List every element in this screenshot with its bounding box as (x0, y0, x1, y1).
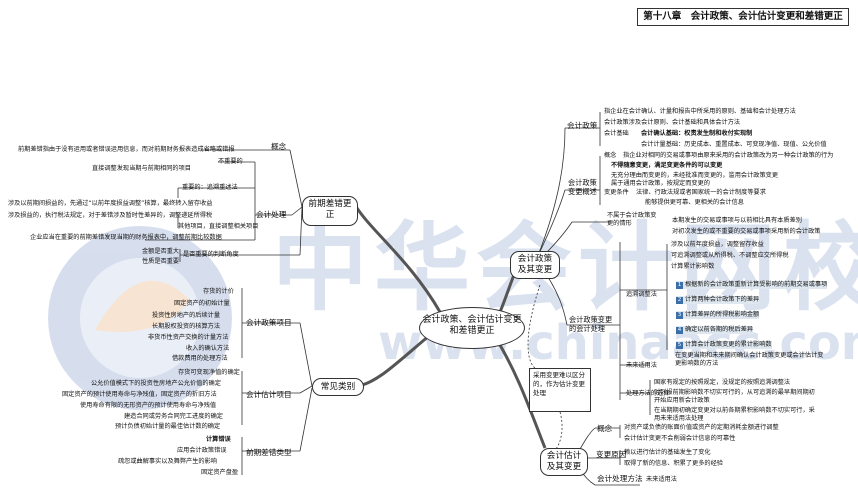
retro-intro-1: 涉及以前年度损益，调整留存收益 (671, 241, 764, 248)
choose-1: 国家有规定的按照规定，没规定的按照追溯调整法 (654, 379, 791, 386)
estimate-method-label: 会计处理方法 (597, 474, 643, 483)
cat-estimate-item-4: 使用寿命有限的无形资产的预计使用寿命与净残值 (80, 402, 217, 409)
estimate-concept-1: 对资产或负债的账面价值或资产的定期消耗金额进行调整 (624, 424, 779, 431)
node-estimate: 会计估计及其变更 (540, 448, 588, 476)
retro-label: 追溯调整法 (626, 291, 657, 298)
ap-text-1: 指企业在会计确认、计量和报告中所采用的原则、基础和会计处理方法 (604, 108, 796, 115)
judgement-label: 是否重要的判断角度 (183, 251, 239, 258)
estimate-method-value: 未来适用法 (646, 476, 677, 483)
future-label: 未来适用法 (626, 362, 657, 369)
material-text-1: 涉及以前期间损益的，先通过“以前年度损益调整”核算，最终转入留存收益 (8, 200, 213, 207)
not-material-text: 直接调整发现当期与前期相同的项目 (92, 165, 191, 172)
accounting-policy-label: 会计政策 (567, 121, 598, 130)
cat-estimate-item-2: 公允价值模式下的投资性房地产公允价值的确定 (91, 380, 221, 387)
not-belong-label: 不属于会计政策变更的情形 (607, 212, 657, 227)
retro-intro-3: 计算累计影响数 (671, 263, 715, 270)
estimate-concept-2: 会计估计变更不会削弱会计信息的可靠性 (624, 435, 736, 442)
note-box: 采用变更难以区分的，作为估计变更处理 (529, 368, 591, 412)
central-topic: 会计政策、会计估计变更和差错更正 (419, 307, 525, 349)
material-text-3: 其他项目，直接调整相关项目 (178, 223, 259, 230)
basis-text-1: 会计确认基础：权责发生制和收付实现制 (641, 130, 753, 137)
watermark-logo-circle (48, 226, 232, 410)
change-cond-label: 变更条件 (604, 189, 629, 196)
cat-error-item-3: 疏忽或曲解事实以及舞弊产生的影响 (118, 458, 217, 465)
not-material-label: 不重要的 (218, 158, 243, 165)
disclosure-text: 企业应当在重要的前期差错发现当期的财务报表中，调整前期比较数据 (30, 234, 222, 241)
cat-policy-item-6: 收入的确认方法 (186, 345, 230, 352)
prior-accounting-label: 会计处理 (256, 210, 287, 219)
estimate-reason-2: 取得了新的信息、积累了更多的经验 (624, 460, 723, 467)
estimate-concept-label: 概念 (597, 424, 613, 433)
cat-estimate-label: 会计估计项目 (246, 390, 292, 399)
judgement-small-2: 性质是否重要 (142, 258, 180, 265)
cat-estimate-item-5: 建造合同或劳务合同完工进度的确定 (124, 413, 223, 420)
estimate-reason-label: 变更原因 (596, 450, 627, 459)
change-concept-text: 指企业对相同的交易或事项由原来采用的会计政策改为另一种会计政策的行为 (623, 152, 834, 159)
basis-text-2: 会计计量基础：历史成本、重置成本、可变现净值、现值、公允价值 (641, 141, 827, 148)
retro-intro-2: 可追溯调整或从所得税、不调整应交所得税 (671, 252, 789, 259)
node-prior-error: 前期差错更正 (302, 196, 358, 226)
cat-error-item-1: 计算错误 (206, 436, 231, 443)
cat-policy-label: 会计政策项目 (246, 318, 292, 327)
prior-concept-label: 概念 (271, 142, 287, 151)
choose-label: 处理方法的选择 (626, 390, 670, 397)
estimate-reason-1: 赖以进行估计的基础发生了变化 (624, 449, 711, 456)
change-overview-label: 会计政策变更概述 (568, 178, 597, 196)
change-concept-label: 概念 (604, 152, 617, 159)
cat-policy-item-1: 存货的计价 (203, 288, 234, 295)
judgement-small-1: 金额是否重大 (142, 248, 180, 255)
not-belong-1: 本期发生的交易或事项与以前相比具有本质差别 (672, 217, 802, 224)
not-change-2: 无充分理由而变更的，未经批准而变更的，滥用会计政策变更 (611, 172, 779, 179)
cat-estimate-item-6: 预计负债初始计量的最佳估计数的确定 (115, 423, 221, 430)
node-policy: 会计政策及其变更 (510, 251, 560, 279)
chapter-header: 第十八章 会计政策、会计估计变更和差错更正 (637, 8, 849, 26)
cat-policy-item-3: 投资性房地产的后续计量 (152, 312, 221, 319)
cat-estimate-item-1: 存货可变现净值的确定 (178, 369, 240, 376)
change-cond-1: 属于通用会计政策，按规定而变更的 (611, 180, 710, 187)
choose-3: 在当期期初确定变更对以前各期累积影响数不切实可行，采用未来适用法处理 (654, 407, 815, 422)
policy-accounting-label: 会计政策变更的会计处理 (569, 315, 613, 333)
cat-policy-item-2: 固定资产的初始计量 (174, 300, 230, 307)
node-classification: 常见类别 (312, 378, 364, 396)
change-cond-2: 法律、行政法规或者国家统一的会计制度等要求 (636, 189, 766, 196)
future-text: 在变更当期和未来期间确认会计政策变更或会计估计变更影响数的方法 (675, 352, 824, 367)
cat-error-item-2: 应用会计政策错误 (177, 447, 227, 454)
cat-error-label: 前期差错类型 (246, 448, 292, 457)
cat-error-item-4: 固定资产盘盈 (201, 469, 239, 476)
ap-text-2: 会计政策涉及会计原则、会计基础和具体会计方法 (604, 119, 741, 126)
cat-estimate-item-3: 固定资产的预计使用寿命与净残值，固定资产的折旧方法 (62, 391, 217, 398)
cat-policy-item-5: 非货币性资产交换的计量方法 (148, 334, 229, 341)
choose-2: 对列报前期影响数不切实可行的，从可追溯的最早期间期初开始应用新会计政策 (654, 389, 815, 404)
cat-policy-item-4: 长期股权投资的核算方法 (152, 323, 221, 330)
not-belong-2: 对初次发生的或不重要的交易或事项采用新的会计政策 (672, 228, 821, 235)
change-cond-3: 能够提供更可靠、更相关的会计信息 (645, 199, 744, 206)
material-text-2: 涉及损益的，执行税法规定，对于差错涉及暂时性差异的，调整递延所得税 (8, 212, 213, 219)
basis-label: 会计基础 (604, 130, 629, 137)
prior-concept-text: 前期差错指由于没有运用或者错误运用信息，而对前期财务报表造成省略或错报 (18, 146, 235, 153)
cat-policy-item-7: 借款费用的处理方法 (172, 355, 228, 362)
watermark-text: 中华会计网校 (272, 212, 858, 324)
material-label: 重要的：追溯重述法 (182, 184, 238, 191)
not-change-1: 不得随意变更，满足变更条件的可以变更 (611, 162, 723, 169)
